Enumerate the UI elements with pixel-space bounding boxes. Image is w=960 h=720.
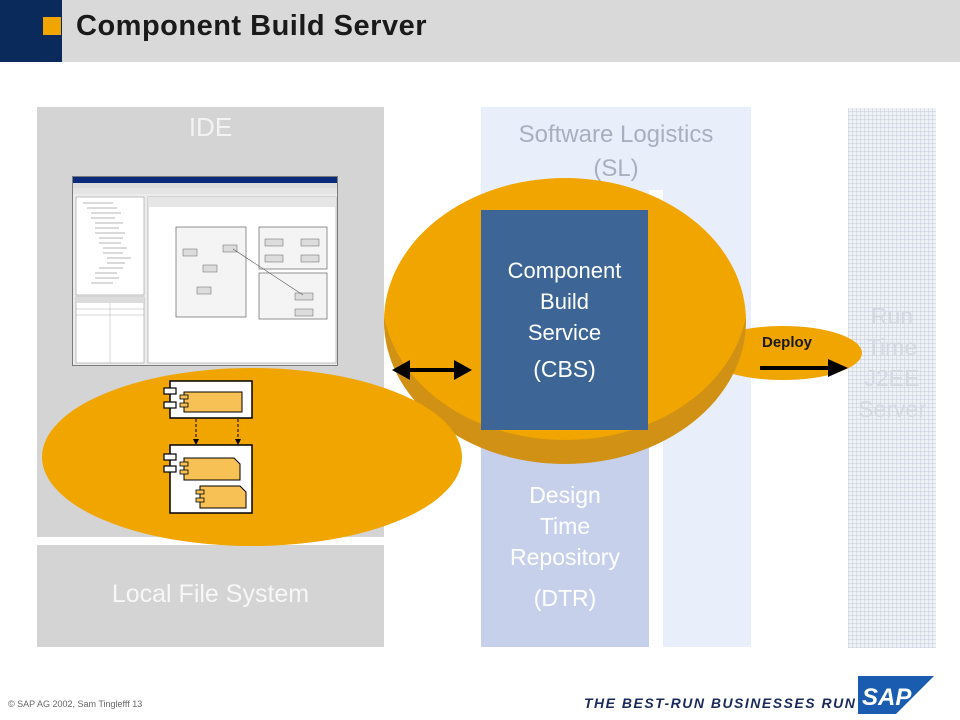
double-arrow-icon [392,360,472,380]
deploy-arrow-icon [760,359,848,377]
component-diagram [163,380,253,514]
local-file-system-panel [37,545,384,647]
ide-screenshot-drawing [73,177,337,364]
runtime-server-panel [848,108,936,648]
dtr-line2: Time [539,513,591,539]
ide-label: IDE [188,112,233,142]
page-title: Component Build Server [76,10,427,42]
cbs-line3: Service [527,320,602,345]
dtr-line1: Design [529,482,601,508]
dtr-label: Design Time Repository [481,480,649,573]
cbs-abbreviation: (CBS) [533,356,596,382]
runtime-server-label: Run Time J2EE Server [848,301,936,425]
software-logistics-title-line2: (SL) [593,155,639,182]
software-logistics-title: Software Logistics (SL) [481,118,751,186]
runtime-line2: Time [866,334,918,360]
cbs-line2: Build [540,289,589,314]
dtr-line3: Repository [510,544,620,570]
runtime-line3: J2EE [864,365,920,391]
sap-logo-text: SAP [862,684,912,711]
copyright-text: © SAP AG 2002, Sam Tinglefff 13 [8,699,143,709]
cbs-label: Component Build Service [481,255,648,348]
cbs-box [481,210,648,430]
local-file-system-label: Local File System [111,580,310,608]
header-bullet-icon [43,17,61,35]
ide-screenshot [72,176,338,366]
tagline: THE BEST-RUN BUSINESSES RUN SAP [584,695,895,711]
component-group-icon [163,444,253,514]
sap-logo: SAP [858,676,934,714]
software-logistics-title-line1: Software Logistics [518,121,714,148]
component-icon [163,380,253,419]
header-bar [0,0,960,62]
dtr-abbreviation: (DTR) [533,585,597,611]
runtime-line1: Run [870,303,914,329]
deploy-label: Deploy [762,334,813,351]
runtime-line4: Server [858,396,926,422]
cbs-line1: Component [507,258,622,283]
